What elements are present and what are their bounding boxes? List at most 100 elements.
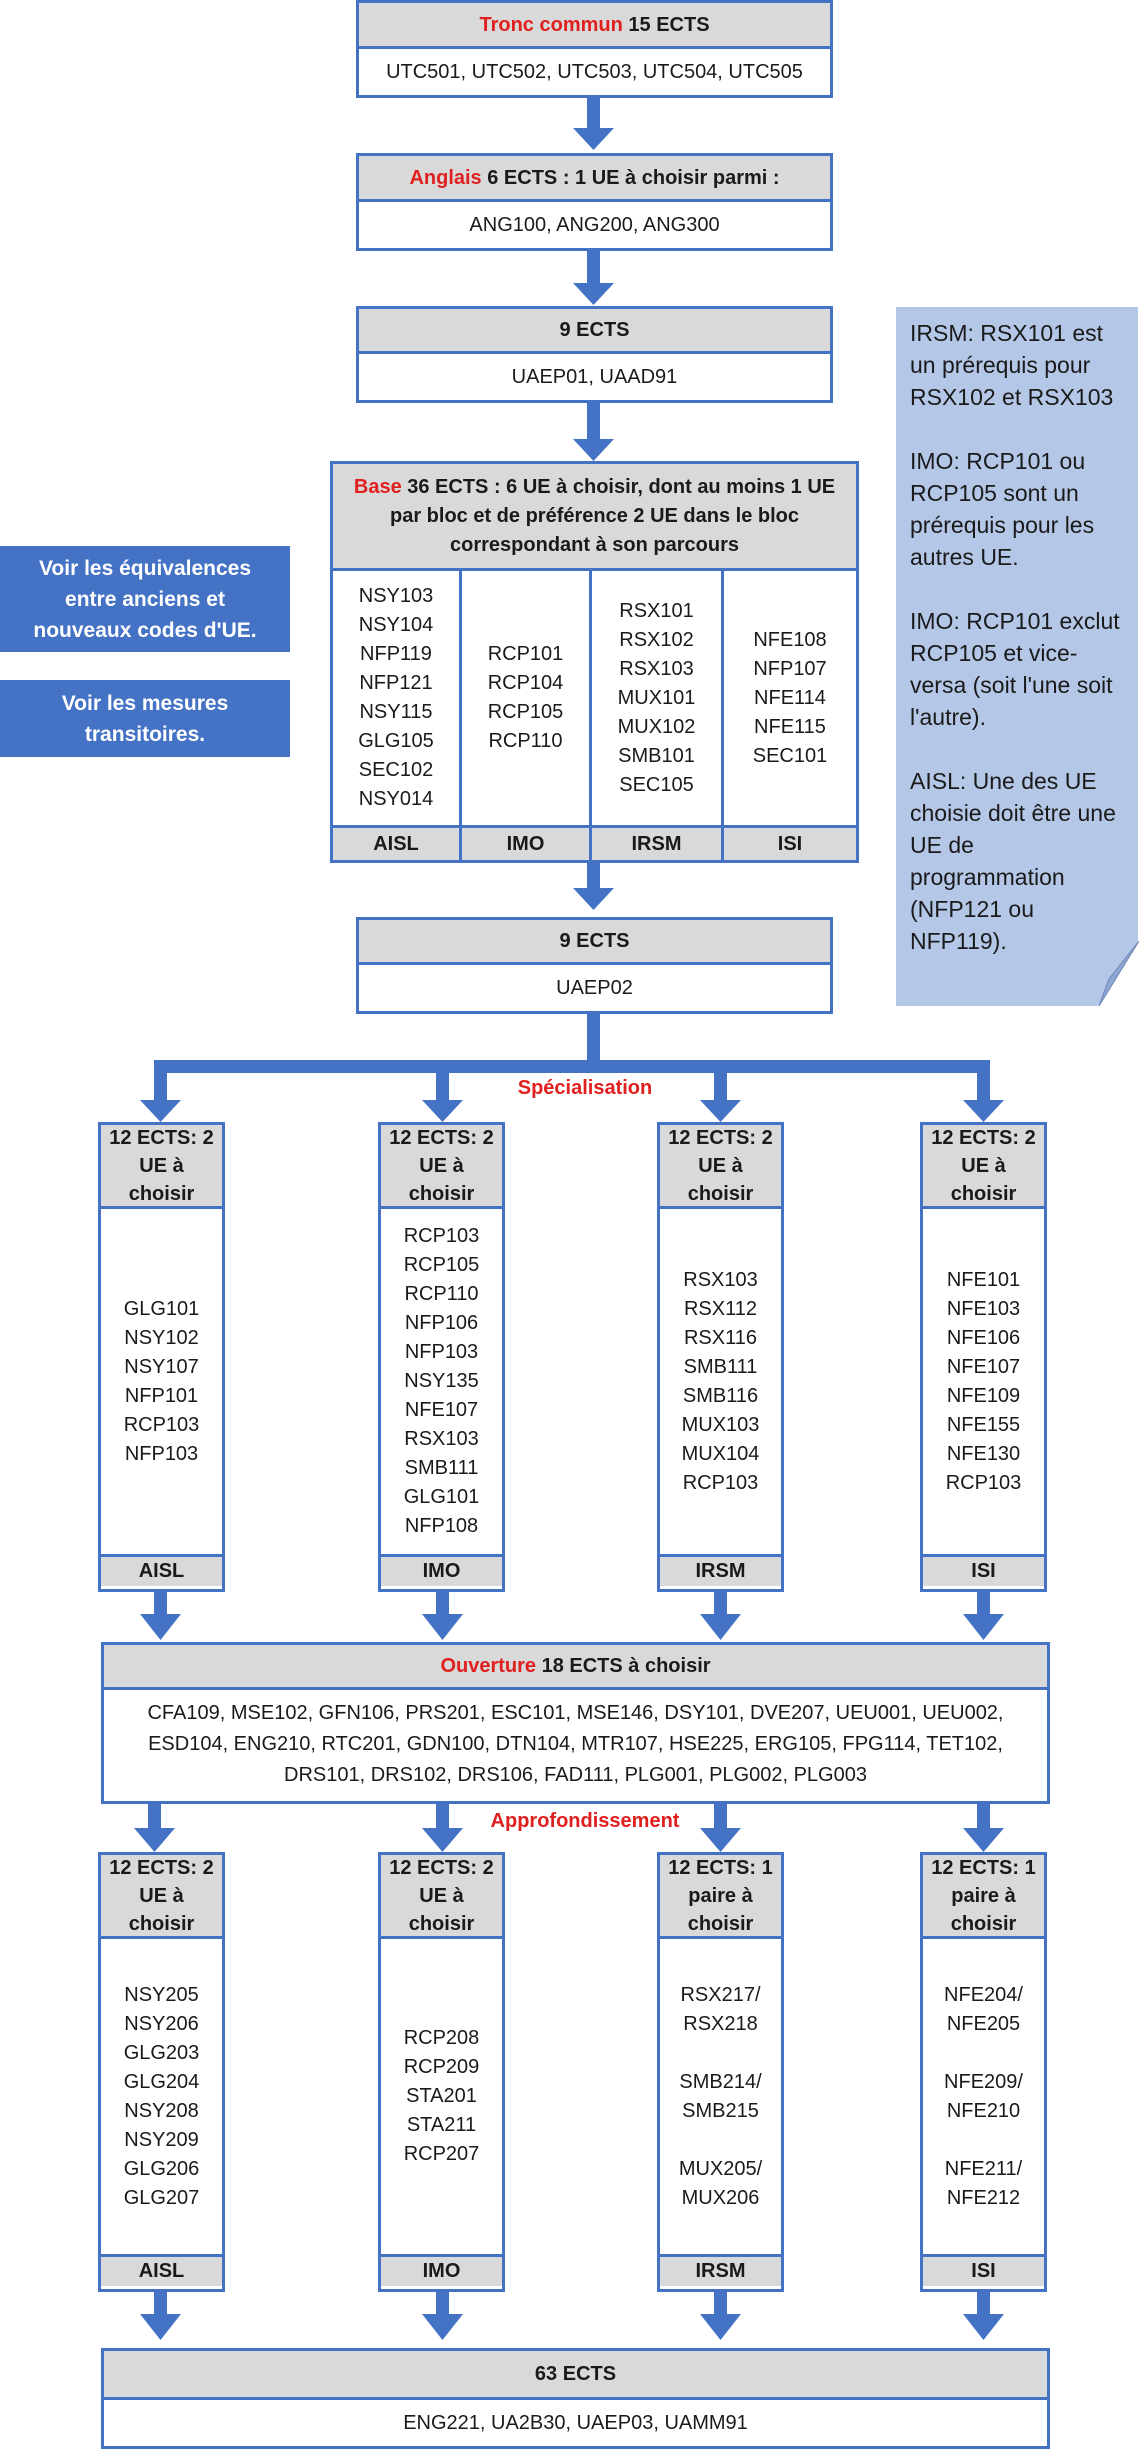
arrow-head: [963, 2314, 1004, 2340]
arrow-shaft: [148, 1802, 161, 1830]
mesures-transitoires-link[interactable]: Voir les mesures transitoires.: [0, 680, 290, 757]
arrow-head: [573, 128, 614, 150]
specialisation-course-item: NFP108: [404, 1515, 479, 1537]
specialisation-course-item: RCP110: [404, 1283, 479, 1305]
arrow-shaft: [977, 1590, 990, 1618]
ouverture-line-1: CFA109, MSE102, GFN106, PRS201, ESC101, …: [147, 1701, 1004, 1724]
approfondissement-course-item: RSX217/: [680, 1983, 761, 2006]
final-block: 63 ECTS ENG221, UA2B30, UAEP03, UAMM91: [101, 2348, 1050, 2449]
arrow-head: [140, 2314, 181, 2340]
specialisation-course-item: NFP103: [124, 1442, 199, 1465]
approfondissement-course-item: SMB214/: [679, 2070, 762, 2093]
specialisation-course-item: RCP105: [403, 1254, 480, 1276]
ouverture-header: Ouverture 18 ECTS à choisir: [104, 1645, 1047, 1690]
arrow-head: [573, 439, 614, 461]
specialisation-course-item: NFE107: [404, 1399, 479, 1421]
arrow-shaft: [714, 1590, 727, 1618]
arrow-head: [422, 1100, 463, 1122]
specialisation-column-header: 12 ECTS: 2 UE à choisir: [660, 1125, 781, 1209]
branch-trunk: [587, 1012, 600, 1069]
specialisation-course-item: NFP106: [404, 1312, 479, 1334]
final-header: 63 ECTS: [104, 2351, 1047, 2400]
base-course-item: NFE108: [753, 628, 827, 651]
approfondissement-course-item: RCP209: [403, 2056, 480, 2078]
arrow-shaft: [587, 401, 600, 439]
note-paragraph: IMO: RCP101 ou RCP105 sont un prérequis …: [910, 448, 1095, 570]
specialisation-course-item: NSY107: [124, 1355, 199, 1378]
specialisation-course-item: RSX103: [683, 1268, 758, 1291]
note-paragraph: AISL: Une des UE choisie doit être une U…: [910, 768, 1116, 954]
base-column-footer: IMO: [462, 828, 592, 860]
approfondissement-course-item: NFE210: [946, 2099, 1021, 2122]
approfondissement-course-item: NFE212: [946, 2186, 1021, 2209]
arrow-shaft: [436, 1590, 449, 1618]
equivalences-link[interactable]: Voir les équivalences entre anciens et n…: [0, 546, 290, 652]
approfondissement-course-item: NFE211/: [944, 2157, 1023, 2180]
specialisation-course-item: NSY135: [404, 1370, 479, 1392]
ects9-header-1: 9 ECTS: [359, 309, 830, 354]
approfondissement-column-footer: AISL: [101, 2254, 222, 2286]
anglais-ects: 6 ECTS : 1 UE à choisir parmi :: [481, 166, 780, 189]
approfondissement-course-item: NSY205: [124, 1983, 199, 2006]
note-paragraphs: IRSM: RSX101 est un prérequis pour RSX10…: [910, 317, 1124, 957]
base-course-item: SMB101: [618, 744, 695, 767]
specialisation-course-item: GLG101: [123, 1297, 200, 1320]
note-paragraph: IRSM: RSX101 est un prérequis pour RSX10…: [910, 320, 1114, 410]
approfondissement-column-header: 12 ECTS: 2 UE à choisir: [101, 1855, 222, 1939]
approfondissement-course-item: SMB215: [682, 2099, 759, 2122]
approfondissement-course-item: RCP207: [403, 2143, 480, 2165]
base-course-item: RSX101: [619, 599, 694, 622]
approfondissement-course-item: NFE205: [946, 2012, 1021, 2035]
approfondissement-column-header: 12 ECTS: 1 paire à choisir: [660, 1855, 781, 1939]
specialisation-course-item: SMB111: [683, 1355, 758, 1378]
approfondissement-course-item: GLG204: [123, 2070, 200, 2093]
arrow-shaft: [714, 1802, 727, 1830]
approfondissement-course-item: GLG207: [123, 2186, 200, 2209]
base-course-item: SEC102: [358, 759, 434, 781]
ouverture-block: Ouverture 18 ECTS à choisir CFA109, MSE1…: [101, 1642, 1050, 1804]
specialisation-course-item: NFP103: [404, 1341, 479, 1363]
approfondissement-column-footer: ISI: [923, 2254, 1044, 2286]
base-course-item: MUX102: [617, 715, 696, 738]
approfondissement-column-footer: IMO: [381, 2254, 502, 2286]
base-course-item: RCP110: [488, 730, 563, 752]
anglais-block: Anglais 6 ECTS : 1 UE à choisir parmi : …: [356, 153, 833, 251]
specialisation-column-header: 12 ECTS: 2 UE à choisir: [923, 1125, 1044, 1209]
specialisation-course-item: NFP101: [124, 1384, 199, 1407]
arrow-shaft: [587, 96, 600, 128]
specialisation-course-item: NFE106: [946, 1326, 1021, 1349]
ouverture-title: Ouverture: [440, 1655, 537, 1677]
tronc-commun-header: Tronc commun 15 ECTS: [359, 3, 830, 49]
specialisation-column-footer: IRSM: [660, 1554, 781, 1586]
branch-bar: [154, 1060, 990, 1073]
approfondissement-course-item: STA211: [406, 2114, 477, 2136]
arrow-head: [963, 1828, 1004, 1852]
specialisation-column-header: 12 ECTS: 2 UE à choisir: [381, 1125, 502, 1209]
note-fold-icon: [1099, 941, 1139, 1007]
ects9-block-1: 9 ECTS UAEP01, UAAD91: [356, 306, 833, 403]
base-course-item: RCP104: [487, 672, 564, 694]
base-description: 36 ECTS : 6 UE à choisir, dont au moins …: [389, 475, 836, 556]
base-course-item: MUX101: [617, 686, 696, 709]
specialisation-course-item: MUX104: [681, 1442, 760, 1465]
specialisation-label: Spécialisation: [517, 1077, 653, 1099]
specialisation-column-footer: IMO: [381, 1554, 502, 1586]
specialisation-column-header: 12 ECTS: 2 UE à choisir: [101, 1125, 222, 1209]
arrow-head: [700, 1614, 741, 1640]
specialisation-course-item: NFE155: [946, 1413, 1021, 1436]
ects9-content-1: UAEP01, UAAD91: [511, 365, 678, 388]
arrow-head: [140, 1100, 181, 1122]
base-course-item: NSY014: [358, 788, 434, 810]
base-course-item: GLG105: [358, 730, 434, 752]
base-course-item: NFP119: [360, 643, 432, 665]
arrow-head: [422, 1614, 463, 1640]
